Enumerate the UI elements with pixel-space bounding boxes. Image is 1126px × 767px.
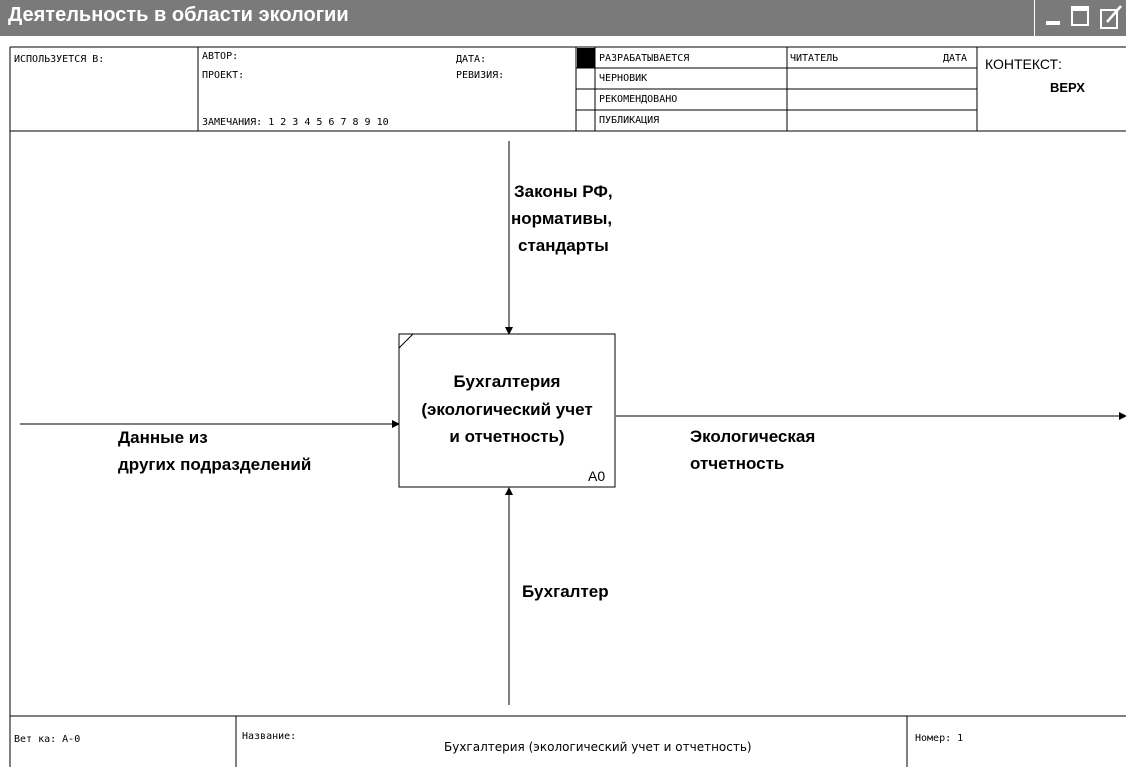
activity-title-line1: Бухгалтерия [453,372,561,391]
minimize-icon[interactable] [1045,11,1061,27]
project-label: ПРОЕКТ: [202,70,245,81]
name-label: Название: [242,731,297,742]
activity-box [398,333,616,488]
edit-window-icon[interactable] [1099,4,1123,30]
control-label-line1: Законы РФ, [514,182,613,201]
activity-title-line3: и отчетность) [449,427,565,446]
output-label-line1: Экологическая [690,427,816,446]
input-label-line2: других подразделений [118,455,312,474]
context-value: ВЕРХ [1050,80,1085,95]
status-recommended: РЕКОМЕНДОВАНО [599,94,678,105]
used-in-label: ИСПОЛЬЗУЕТСЯ В: [14,54,105,65]
activity-number: A0 [588,468,606,484]
activity-title-line2: (экологический учет [421,400,593,419]
input-label-line1: Данные из [118,428,208,447]
mechanism-label: Бухгалтер [522,582,609,601]
context-label: КОНТЕКСТ: [985,56,1062,72]
window-controls [1034,0,1126,36]
revision-label: РЕВИЗИЯ: [456,70,505,81]
output-label-line2: отчетность [690,454,785,473]
status-publication: ПУБЛИКАЦИЯ [599,115,660,126]
reader-date-label: ДАТА [943,53,968,64]
reader-label: ЧИТАТЕЛЬ [790,53,839,64]
status-draft: ЧЕРНОВИК [599,73,648,84]
status-working: РАЗРАБАТЫВАЕТСЯ [599,53,690,64]
node-label: Вет ка: A-0 [14,734,81,745]
date-label: ДАТА: [456,54,487,65]
window-title-bar: Деятельность в области экологии [0,0,1126,36]
diagram-name: Бухгалтерия (экологический учет и отчетн… [444,740,752,754]
notes-label: ЗАМЕЧАНИЯ: 1 2 3 4 5 6 7 8 9 10 [202,117,389,128]
control-label-line3: стандарты [518,236,609,255]
author-label: АВТОР: [202,51,239,62]
diagram-number: Номер: 1 [915,733,964,744]
edit-icon [1100,5,1122,29]
maximize-icon[interactable] [1071,6,1089,26]
control-label-line2: нормативы, [511,209,613,228]
window-title: Деятельность в области экологии [8,4,349,26]
